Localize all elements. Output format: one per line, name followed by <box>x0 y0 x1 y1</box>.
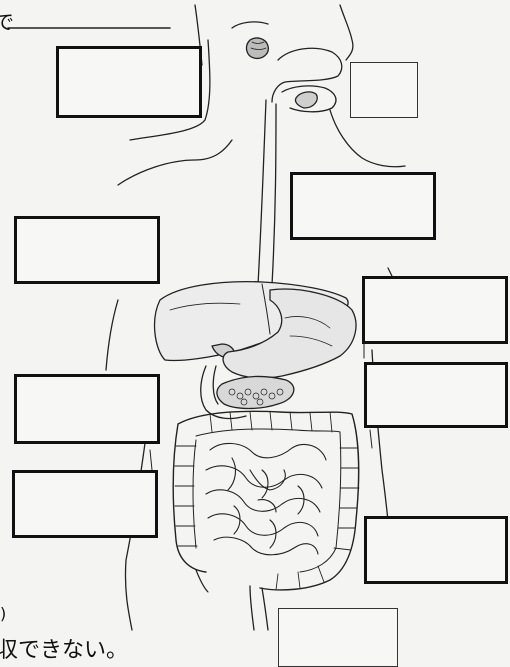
label-box-8[interactable] <box>12 470 158 538</box>
jaw-line <box>330 110 405 167</box>
bottom-text: 収できない。 <box>0 632 128 664</box>
rectum <box>262 588 268 630</box>
appendix <box>196 570 208 592</box>
torso-left <box>106 300 118 370</box>
label-box-10[interactable] <box>278 608 398 667</box>
label-box-9[interactable] <box>364 516 508 584</box>
back-of-head <box>232 22 268 28</box>
top-text-fragment: で <box>0 6 14 35</box>
esophagus <box>258 100 266 285</box>
face-profile <box>340 5 353 60</box>
tongue <box>295 92 317 108</box>
label-box-3[interactable] <box>290 172 436 240</box>
shoulder-left <box>118 140 232 185</box>
small-intestine <box>206 443 326 554</box>
label-box-2[interactable] <box>350 62 418 118</box>
paren-fragment: ) <box>0 604 6 623</box>
label-box-5[interactable] <box>362 276 508 344</box>
pancreas <box>217 377 294 409</box>
large-intestine <box>173 411 358 590</box>
label-box-1[interactable] <box>56 46 202 118</box>
label-box-6[interactable] <box>364 362 508 428</box>
label-box-4[interactable] <box>14 216 160 284</box>
label-box-7[interactable] <box>14 374 160 444</box>
